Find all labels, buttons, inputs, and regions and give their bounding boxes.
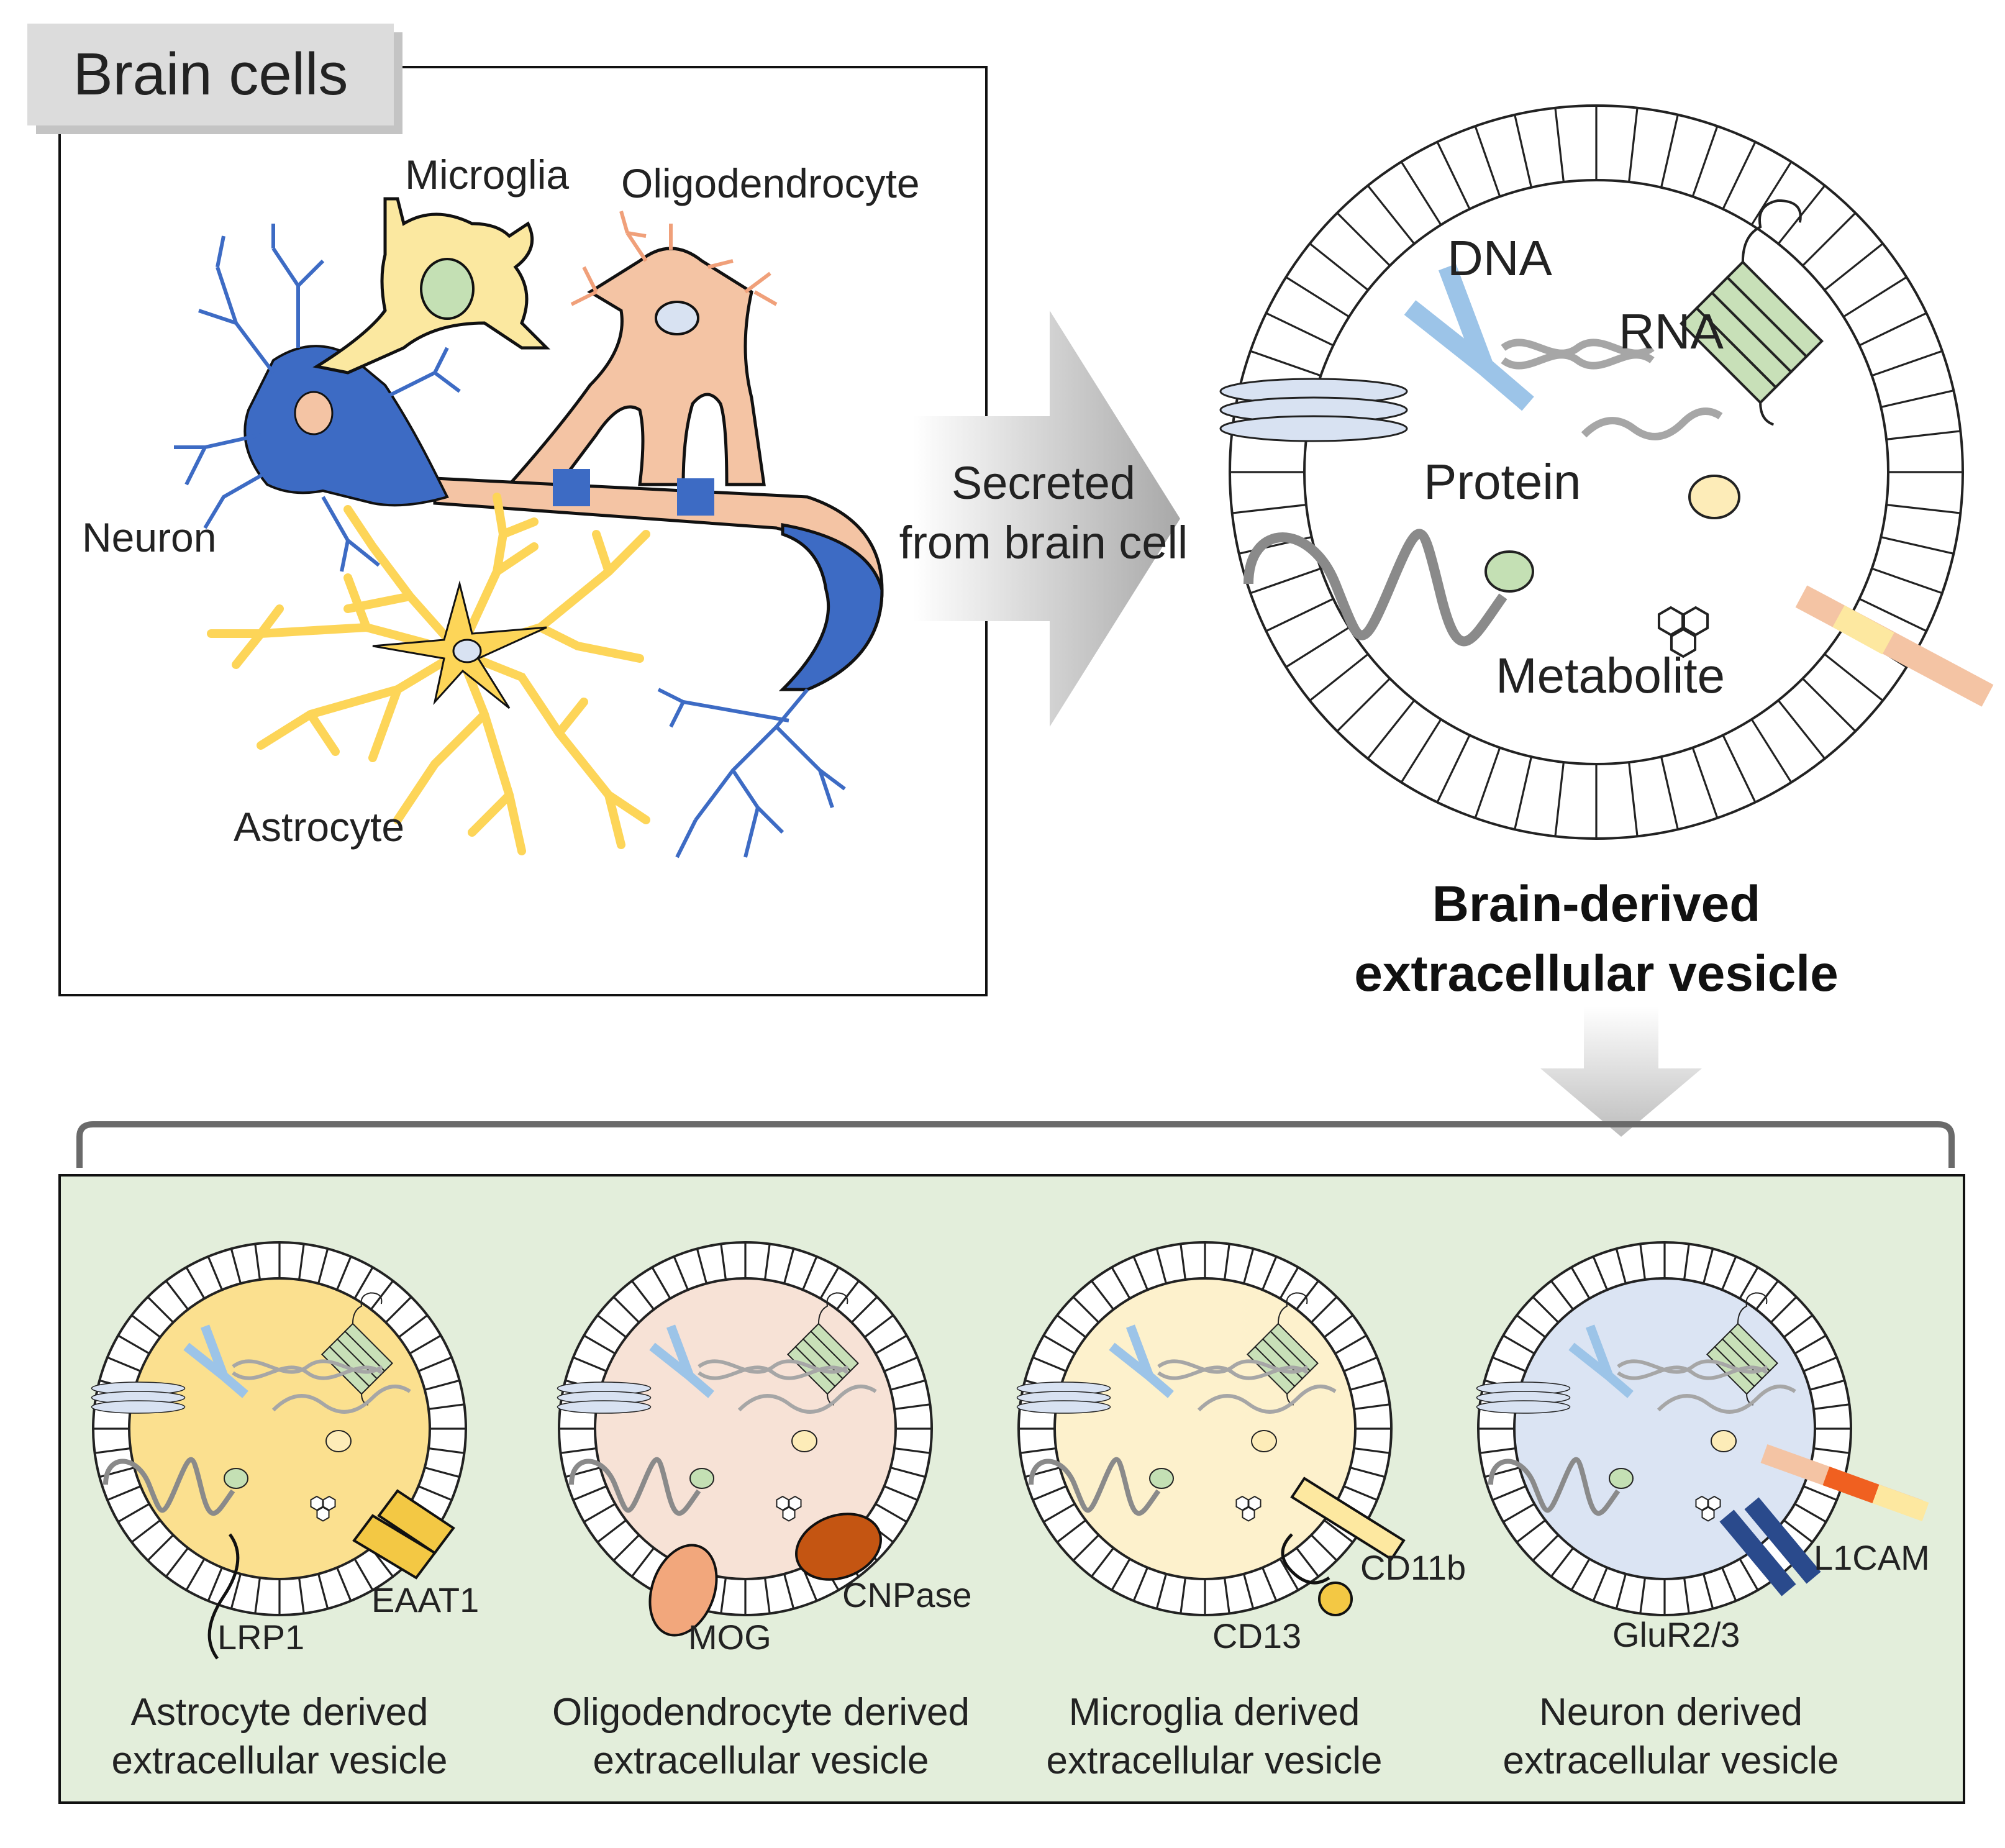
microglia-label: Microglia [405, 152, 570, 198]
vesicle-title: Brain-derived extracellular vesicle [1242, 870, 1950, 1009]
microglia-cell [312, 197, 551, 375]
caption-astrocyte-line-1: Astrocyte derived [130, 1691, 429, 1734]
neuron-axon [433, 469, 884, 691]
marker-glur23: GluR2/3 [1612, 1615, 1740, 1654]
marker-cd13: CD13 [1212, 1616, 1302, 1655]
vesicle-title-line-2: extracellular vesicle [1354, 945, 1839, 1002]
marker-lrp1: LRP1 [217, 1618, 305, 1657]
caption-oligodendrocyte-line-2: extracellular vesicle [593, 1739, 929, 1782]
caption-oligodendrocyte: Oligodendrocyte derived extracellular ve… [516, 1688, 1006, 1785]
caption-neuron-line-2: extracellular vesicle [1503, 1739, 1839, 1782]
brain-derived-vesicle [1219, 104, 1994, 840]
down-arrow [1540, 1006, 1702, 1137]
caption-astrocyte-line-2: extracellular vesicle [111, 1739, 448, 1782]
derived-vesicle-1 [557, 1241, 933, 1616]
neuron-label: Neuron [82, 514, 217, 560]
oligodendrocyte-cell [506, 211, 778, 486]
bracket [76, 1121, 1955, 1168]
secreted-line-2: from brain cell [899, 517, 1188, 568]
astrocyte-label: Astrocyte [234, 804, 405, 850]
oligodendrocyte-label: Oligodendrocyte [621, 160, 920, 206]
caption-microglia: Microglia derived extracellular vesicle [994, 1688, 1435, 1785]
secreted-arrow [913, 311, 1180, 727]
dna-label: DNA [1447, 230, 1552, 286]
panel-title: Brain cells [27, 24, 394, 125]
astrocyte-cell [207, 493, 650, 855]
marker-l1cam: L1CAM [1814, 1538, 1930, 1577]
rna-label: RNA [1619, 304, 1724, 359]
caption-neuron: Neuron derived extracellular vesicle [1453, 1688, 1888, 1785]
caption-neuron-line-1: Neuron derived [1539, 1691, 1803, 1734]
secreted-line-1: Secreted [951, 457, 1136, 509]
caption-microglia-line-2: extracellular vesicle [1046, 1739, 1383, 1782]
caption-microglia-line-1: Microglia derived [1068, 1691, 1360, 1734]
metabolite-label: Metabolite [1496, 648, 1725, 703]
marker-mog: MOG [688, 1618, 771, 1657]
secreted-label: Secreted from brain cell [882, 453, 1205, 573]
derived-vesicles [91, 1241, 1929, 1660]
caption-astrocyte: Astrocyte derived extracellular vesicle [62, 1688, 497, 1785]
astrocyte-body [372, 580, 547, 709]
derived-vesicle-2 [1016, 1241, 1393, 1616]
marker-cd11b: CD11b [1360, 1548, 1466, 1587]
protein-label: Protein [1424, 454, 1581, 509]
vesicle-title-line-1: Brain-derived [1432, 876, 1761, 932]
marker-cnpase: CNPase [842, 1575, 972, 1614]
caption-oligodendrocyte-line-1: Oligodendrocyte derived [552, 1691, 970, 1734]
marker-eaat1: EAAT1 [371, 1580, 480, 1619]
